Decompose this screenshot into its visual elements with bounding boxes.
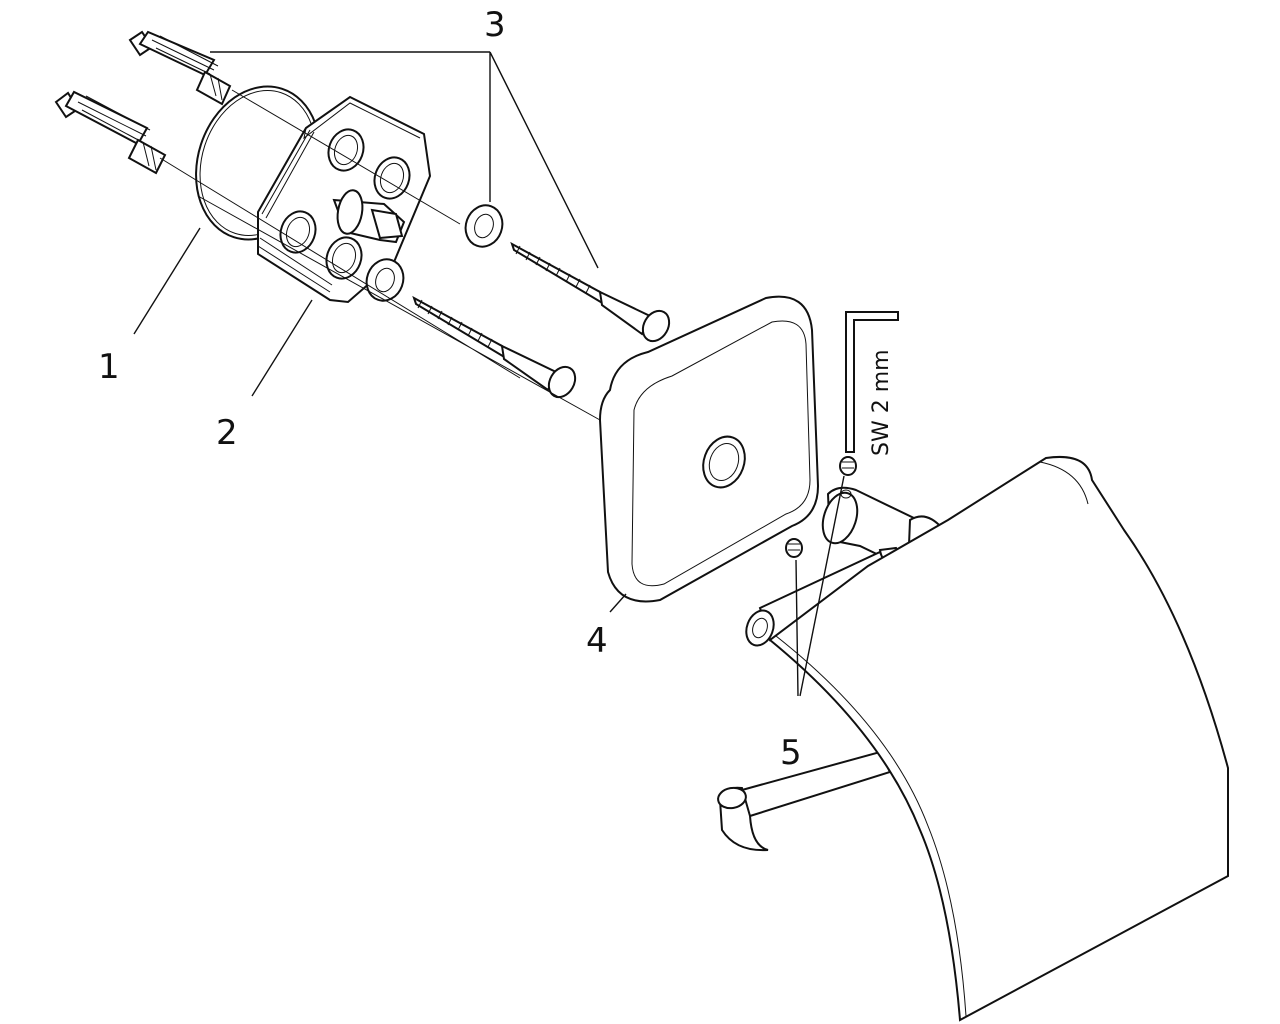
grub-screw-lower	[785, 538, 803, 558]
paper-holder-body	[717, 456, 1229, 1022]
hex-key-tool	[845, 311, 899, 453]
screw-upper	[510, 241, 671, 343]
wall-anchor-lower	[54, 90, 167, 175]
grub-screw-upper	[839, 456, 857, 476]
callout-label-3: 3	[484, 5, 506, 45]
hex-key-size-label: SW 2 mm	[869, 349, 894, 456]
mounting-plate	[257, 95, 432, 304]
callout-label-2: 2	[216, 413, 238, 453]
cover-plate	[598, 295, 820, 603]
wall-anchor-upper	[128, 30, 232, 106]
callout-label-1: 1	[98, 347, 120, 387]
washer-upper	[464, 204, 504, 248]
screw-lower	[412, 295, 577, 399]
callout-label-5: 5	[780, 733, 802, 773]
callout-label-4: 4	[586, 621, 608, 661]
